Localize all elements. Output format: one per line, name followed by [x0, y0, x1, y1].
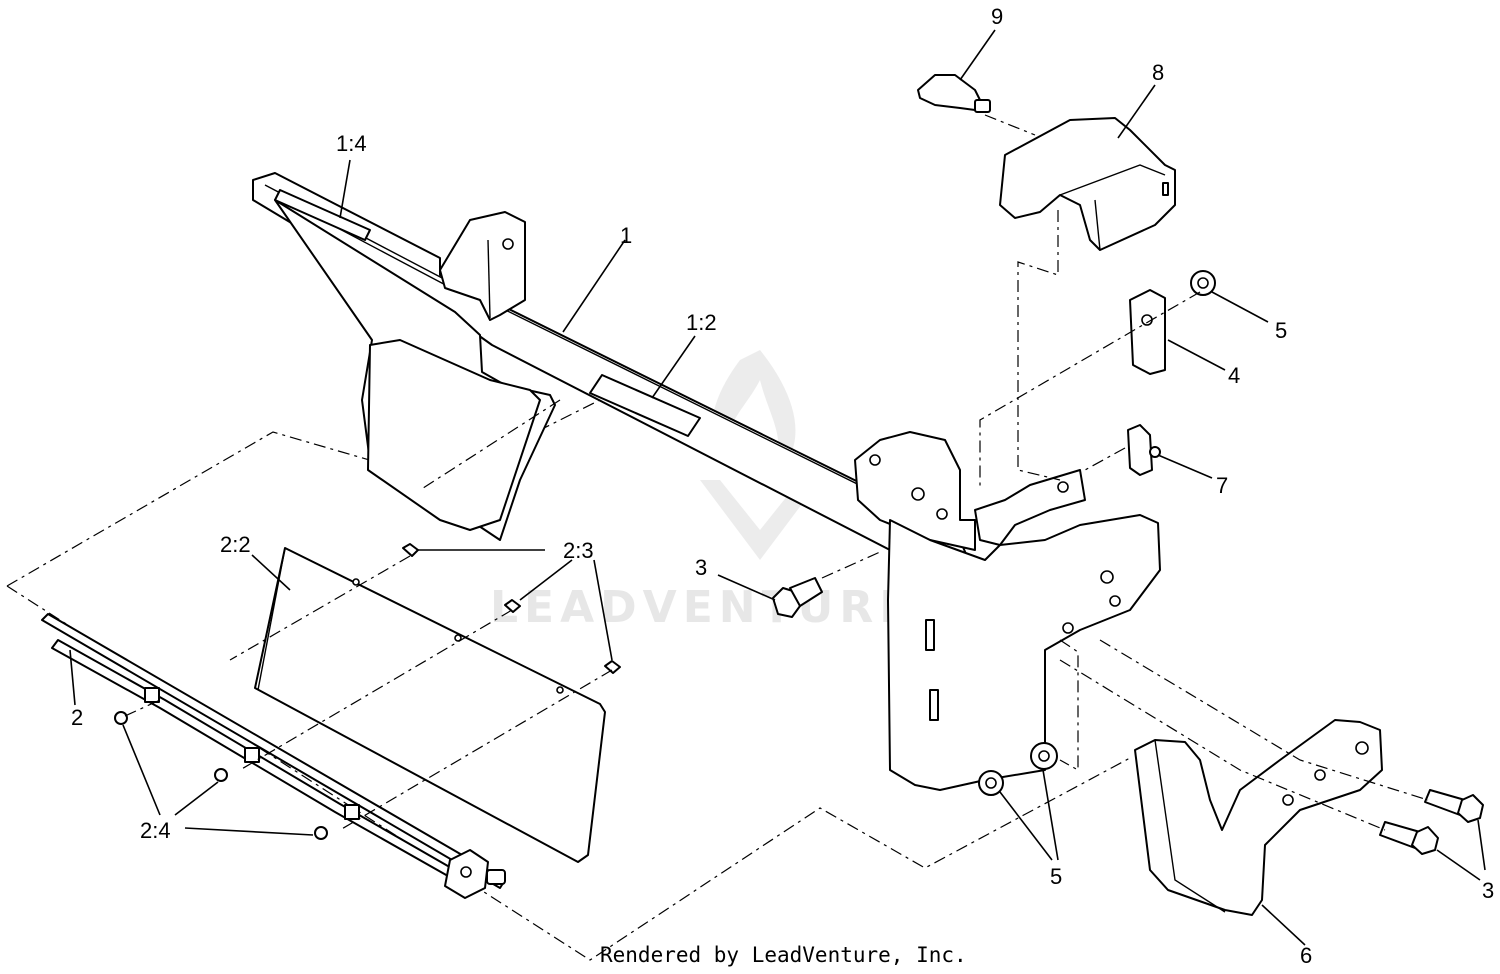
nut-part-5-top — [1190, 270, 1216, 296]
label-3-left: 3 — [695, 555, 707, 580]
label-1-4: 1:4 — [336, 131, 367, 156]
bolt-part-3-left — [772, 577, 823, 618]
tab-part-4 — [1129, 289, 1166, 375]
leader-lines — [69, 29, 1486, 946]
watermark: LEADVENTURE — [490, 350, 915, 633]
label-1-2: 1:2 — [686, 310, 717, 335]
label-5-bottom: 5 — [1050, 864, 1062, 889]
label-6: 6 — [1300, 943, 1312, 968]
label-5-top: 5 — [1275, 318, 1287, 343]
render-credit: Rendered by LeadVenture, Inc. — [600, 943, 967, 967]
callout-labels: 1:4 1 1:2 9 8 5 4 7 3 2:2 2:3 2 2:4 5 3 … — [71, 4, 1494, 968]
label-9: 9 — [991, 4, 1003, 29]
label-2-2: 2:2 — [220, 532, 251, 557]
main-frame — [252, 172, 1161, 791]
label-7: 7 — [1216, 473, 1228, 498]
flap-part-2-2 — [254, 547, 606, 863]
label-2-4: 2:4 — [140, 818, 171, 843]
watermark-text: LEADVENTURE — [490, 582, 915, 633]
label-2-3: 2:3 — [563, 538, 594, 563]
nuts-part-2-4 — [114, 711, 328, 840]
label-8: 8 — [1152, 60, 1164, 85]
label-2: 2 — [71, 705, 83, 730]
bracket-part-6 — [1134, 719, 1383, 916]
label-3-right: 3 — [1482, 878, 1494, 903]
assembly-paths — [124, 114, 1429, 831]
clip-nut-part-7 — [1127, 424, 1161, 476]
cover-part-8 — [999, 117, 1176, 251]
label-1: 1 — [620, 223, 632, 248]
nuts-part-5-bottom — [978, 742, 1058, 796]
bolts-part-3-right — [1379, 789, 1484, 855]
knob-part-9 — [917, 74, 991, 113]
label-4: 4 — [1228, 363, 1240, 388]
